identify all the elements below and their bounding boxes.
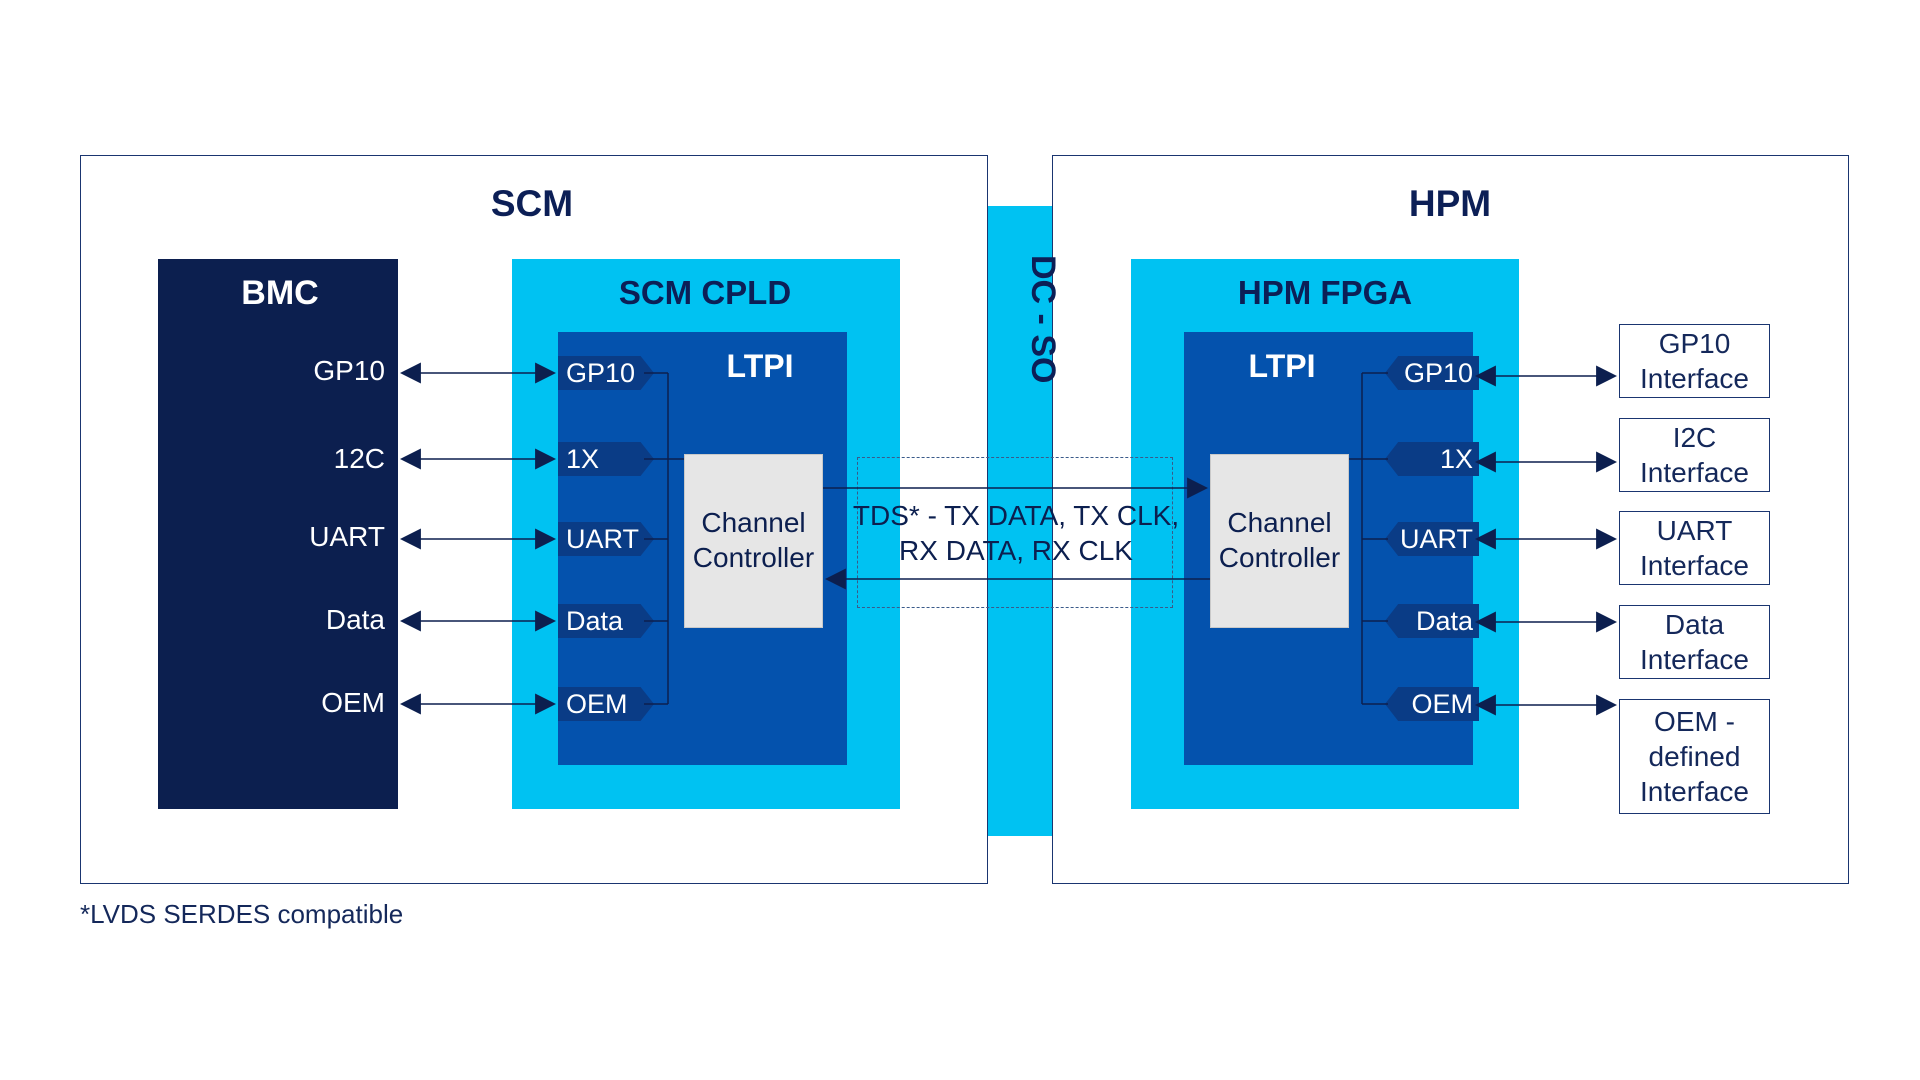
footnote: *LVDS SERDES compatible (80, 899, 404, 929)
scm-pin-data: Data (558, 604, 654, 638)
link-label: TDS* - TX DATA, TX CLK, RX DATA, RX CLK (852, 500, 1180, 566)
gp10-interface-box: GP10 Interface (1619, 324, 1770, 398)
scm-ltpi-title: LTPI (726, 348, 794, 384)
hpm-pin-oem: OEM (1385, 687, 1479, 721)
uart-interface-box: UART Interface (1619, 511, 1770, 585)
hpm-pin-data: Data (1385, 604, 1479, 638)
bmc-signal-oem: OEM (321, 687, 385, 718)
data-interface-box: Data Interface (1619, 605, 1770, 679)
oem-interface-box: OEM - defined Interface (1619, 699, 1770, 814)
hpm-fpga-title: HPM FPGA (1237, 274, 1413, 311)
hpm-channel-controller: Channel Controller (1210, 454, 1349, 628)
scm-cpld-title: SCM CPLD (618, 274, 792, 311)
dcso-connector (988, 206, 1052, 836)
scm-pin-oem: OEM (558, 687, 654, 721)
hpm-title: HPM (1408, 183, 1492, 224)
bmc-title: BMC (241, 274, 319, 312)
scm-channel-controller: Channel Controller (684, 454, 823, 628)
bmc-signal-data: Data (325, 604, 385, 635)
scm-pin-gp10: GP10 (558, 356, 654, 390)
i2c-interface-box: I2C Interface (1619, 418, 1770, 492)
hpm-pin-gp10: GP10 (1385, 356, 1479, 390)
hpm-pin-1x: 1X (1385, 442, 1479, 476)
hpm-ltpi-title: LTPI (1248, 348, 1316, 384)
bmc-signal-list: GP10 12C UART Data OEM (240, 0, 385, 800)
bmc-signal-gp10: GP10 (313, 355, 385, 386)
scm-title: SCM (490, 183, 574, 224)
scm-pin-uart: UART (558, 522, 654, 556)
scm-pin-1x: 1X (558, 442, 654, 476)
bmc-signal-i2c: 12C (333, 443, 385, 474)
link-region (857, 457, 1173, 608)
bmc-block (158, 259, 398, 809)
hpm-pin-uart: UART (1385, 522, 1479, 556)
bmc-signal-uart: UART (309, 521, 385, 552)
